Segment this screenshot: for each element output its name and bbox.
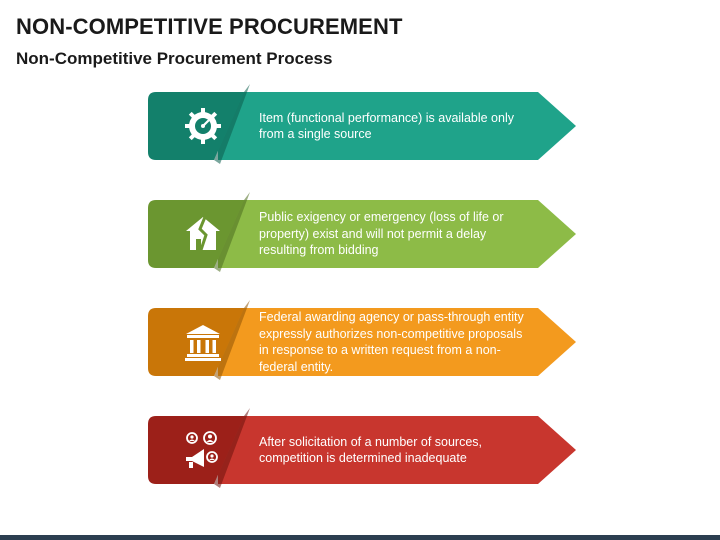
step-text: Federal awarding agency or pass-through … <box>259 310 524 374</box>
page-subtitle: Non-Competitive Procurement Process <box>16 49 333 68</box>
government-building-icon <box>185 325 221 361</box>
gauge-gear-icon <box>185 108 221 144</box>
page-title: NON-COMPETITIVE PROCUREMENT <box>16 14 403 39</box>
step-arrow-banner <box>148 408 576 488</box>
process-step: Item (functional performance) is availab… <box>0 84 720 180</box>
megaphone-people-icon <box>186 431 218 468</box>
step-arrow-banner <box>148 300 576 380</box>
step-text: After solicitation of a number of source… <box>259 434 483 466</box>
process-step: After solicitation of a number of source… <box>0 408 720 504</box>
step-text: Public exigency or emergency (loss of li… <box>259 210 504 258</box>
footer-bar <box>0 535 720 540</box>
process-step: Federal awarding agency or pass-through … <box>0 300 720 396</box>
step-text: Item (functional performance) is availab… <box>259 110 514 142</box>
broken-house-icon <box>186 216 220 251</box>
process-step: Public exigency or emergency (loss of li… <box>0 192 720 288</box>
